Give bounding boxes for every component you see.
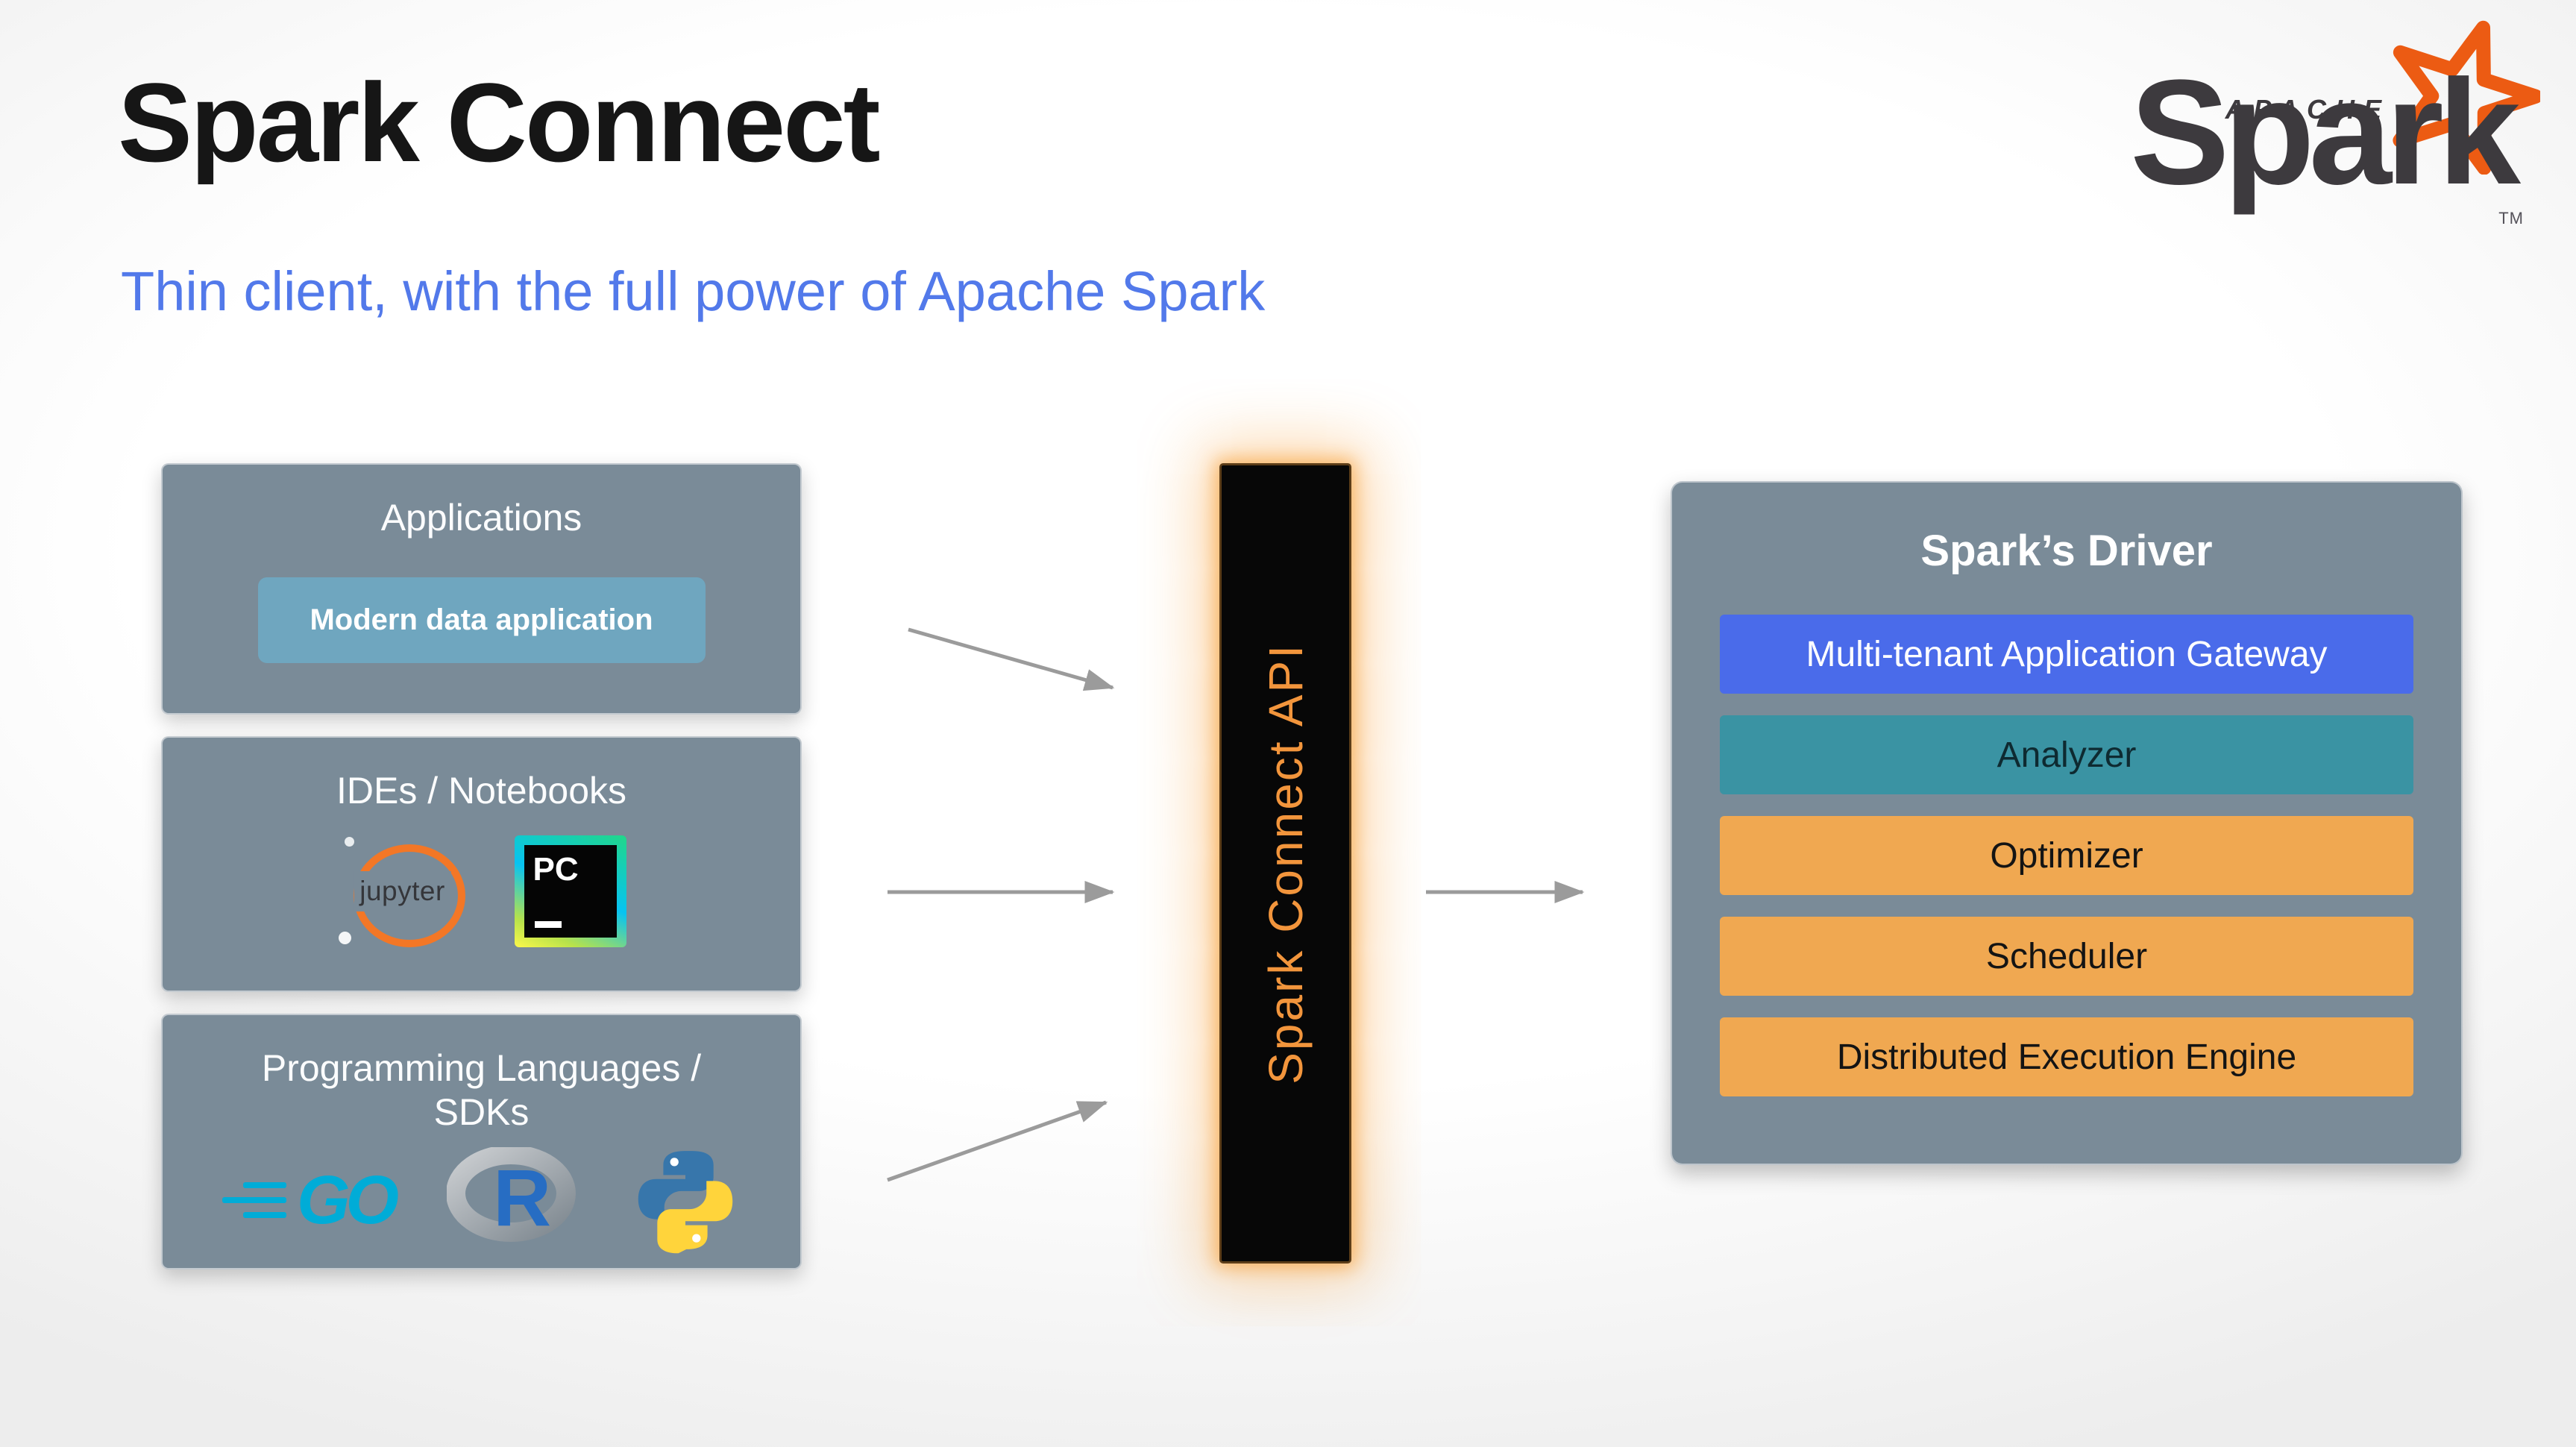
r-label: R [493,1152,552,1243]
driver-row-analyzer: Analyzer [1720,715,2413,794]
modern-data-application-pill: Modern data application [257,577,706,663]
driver-title: Spark’s Driver [1920,527,2213,575]
languages-logo-row: GO R [163,1145,800,1255]
arrow-languages [887,1100,1108,1182]
pycharm-label: PC [533,851,579,888]
ides-logo-row: jupyter PC [163,832,800,950]
applications-box: Applications Modern data application [161,463,802,715]
jupyter-label: jupyter [354,871,451,911]
r-ring [447,1147,577,1242]
page-title: Spark Connect [118,60,881,185]
driver-row-gateway: Multi-tenant Application Gateway [1720,615,2413,694]
driver-row-optimizer: Optimizer [1720,816,2413,895]
go-logo-icon: GO [222,1162,399,1238]
apache-label: APACHE [2225,94,2390,125]
go-label: GO [296,1162,399,1238]
apache-spark-logo: APACHE Spark TM [2060,13,2540,252]
driver-row-execution-engine: Distributed Execution Engine [1720,1017,2413,1096]
pycharm-logo-icon: PC [514,835,626,947]
driver-rows: Multi-tenant Application Gateway Analyze… [1720,615,2413,1096]
driver-row-scheduler: Scheduler [1720,917,2413,996]
spark-star-icon [2393,20,2540,175]
r-logo-icon: R [447,1147,578,1253]
jupyter-logo-icon: jupyter [337,832,468,950]
jupyter-moon-icon [338,932,351,944]
arrow-applications [908,627,1115,691]
jupyter-moon-icon [344,837,354,847]
trademark-label: TM [2498,209,2524,227]
go-speed-lines [222,1182,286,1218]
languages-title: Programming Languages / SDKs [261,1047,702,1133]
spark-wordmark: Spark [2130,49,2521,216]
pycharm-underscore [534,921,562,928]
ides-title: IDEs / Notebooks [336,770,627,812]
spark-connect-api-label: Spark Connect API [1258,642,1313,1085]
python-logo-icon [638,1151,733,1254]
spark-driver-box: Spark’s Driver Multi-tenant Application … [1671,481,2463,1165]
page-subtitle: Thin client, with the full power of Apac… [121,260,1266,322]
pycharm-inner-square: PC [524,845,617,938]
ides-notebooks-box: IDEs / Notebooks jupyter PC [161,736,802,992]
applications-title: Applications [380,497,582,539]
languages-sdks-box: Programming Languages / SDKs GO R [161,1014,802,1269]
spark-connect-api-bar: Spark Connect API [1219,463,1351,1264]
